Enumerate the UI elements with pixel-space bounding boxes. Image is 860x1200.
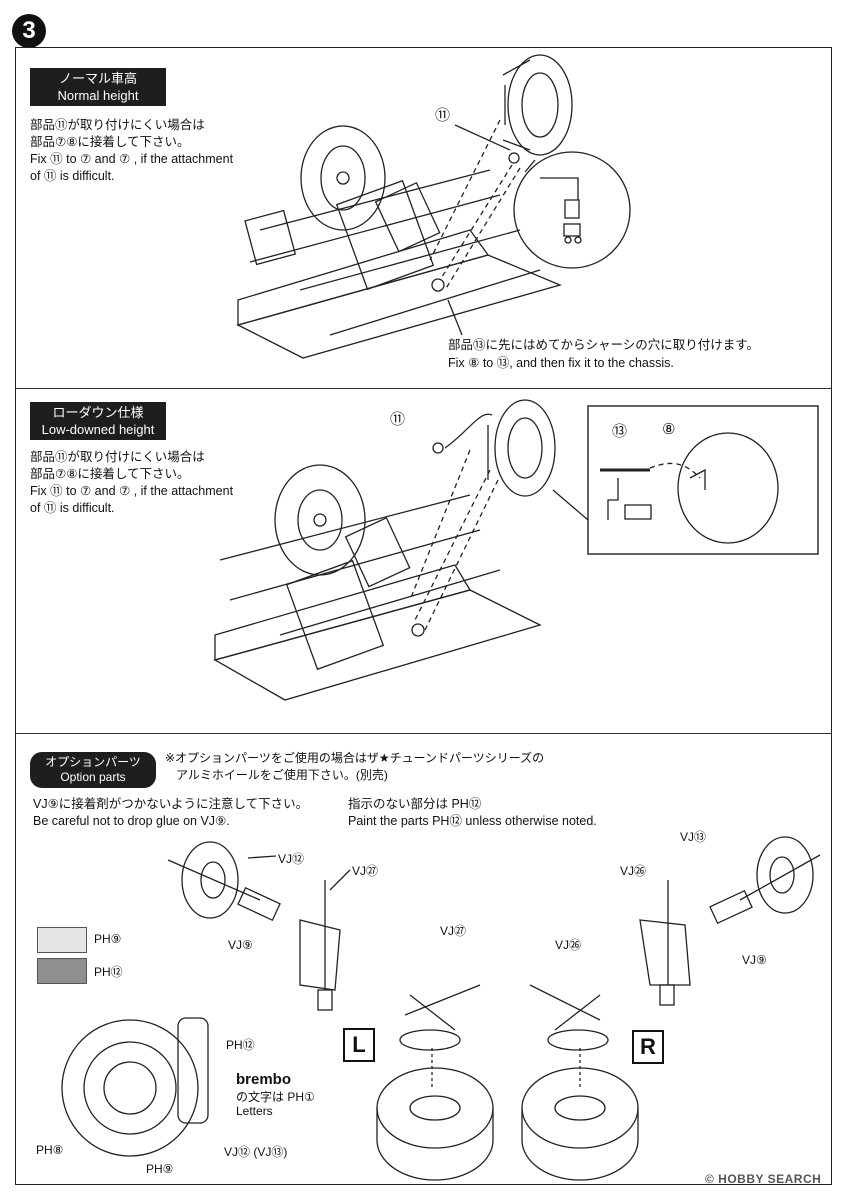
lowdown-title: ローダウン仕様 Low-downed height (30, 402, 166, 440)
lowdown-detail-label-a: ⑬ (612, 423, 628, 440)
lowdown-note-jp-1: 部品⑪が取り付けにくい場合は (30, 450, 205, 464)
brake-ph8-label: PH⑧ (36, 1143, 64, 1157)
glue-warning-en: Be careful not to drop glue on VJ⑨. (33, 814, 230, 828)
label-vj27-top: VJ㉗ (352, 864, 379, 878)
normal-fix-en: Fix ⑧ to ⑬, and then fix it to the chass… (448, 356, 674, 370)
lowdown-detail-label-b: ⑧ (662, 421, 676, 438)
brembo-logo-text: brembo (236, 1071, 292, 1088)
watermark: © HOBBY SEARCH (705, 1172, 822, 1186)
lowdown-part-label: ⑪ (390, 411, 406, 428)
label-vj26-mid: VJ㉖ (555, 938, 582, 952)
lowdown-note-en-2: of ⑪ is difficult. (30, 501, 115, 515)
left-side-marker: L (343, 1028, 375, 1062)
glue-warning-jp: VJ⑨に接着剤がつかないように注意して下さい。 (33, 797, 309, 811)
label-vj27-mid: VJ㉗ (440, 924, 467, 938)
step-number-badge: 3 (12, 14, 46, 48)
paint-note-jp: 指示のない部分は PH⑫ (348, 797, 482, 811)
brake-ph12-label: PH⑫ (226, 1038, 255, 1052)
lowdown-note-jp-2: 部品⑦⑧に接着して下さい。 (30, 467, 190, 481)
option-parts-title: オプションパーツ Option parts (30, 752, 156, 788)
instruction-frame (15, 47, 832, 1185)
caliper-vj-label: VJ⑫ (VJ⑬) (224, 1145, 288, 1159)
chassis-illustration-lowdown (213, 399, 819, 701)
normal-note-jp-2: 部品⑦⑧に接着して下さい。 (30, 135, 190, 149)
right-side-marker: R (632, 1030, 664, 1064)
label-vj13: VJ⑬ (680, 830, 707, 844)
section-divider (16, 388, 831, 389)
label-vj9-left: VJ⑨ (228, 938, 253, 952)
swatch-ph12-label: PH⑫ (94, 965, 123, 979)
label-vj26-top: VJ㉖ (620, 864, 647, 878)
option-parts-illustrations (61, 836, 821, 1181)
normal-note-en-2: of ⑪ is difficult. (30, 169, 115, 183)
brembo-letters-en: Letters (236, 1104, 273, 1118)
option-note-jp-2: アルミホイールをご使用下さい。(別売) (176, 768, 388, 782)
normal-fix-jp: 部品⑬に先にはめてからシャーシの穴に取り付けます。 (448, 338, 760, 352)
brake-ph9-label: PH⑨ (146, 1162, 174, 1176)
normal-note-jp-1: 部品⑪が取り付けにくい場合は (30, 118, 205, 132)
section-divider (16, 733, 831, 734)
normal-height-title: ノーマル車高 Normal height (30, 68, 166, 106)
brembo-letters-jp: の文字は PH① (236, 1090, 315, 1104)
label-vj9-right: VJ⑨ (742, 953, 767, 967)
swatch-ph9-label: PH⑨ (94, 932, 122, 946)
swatch-ph12 (37, 958, 87, 984)
label-vj12: VJ⑫ (278, 852, 305, 866)
chassis-illustration-normal (236, 54, 631, 359)
swatch-ph9 (37, 927, 87, 953)
paint-note-en: Paint the parts PH⑫ unless otherwise not… (348, 814, 597, 828)
normal-part-label: ⑪ (435, 107, 451, 124)
lowdown-note-en-1: Fix ⑪ to ⑦ and ⑦ , if the attachment (30, 484, 234, 498)
option-note-jp-1: ※オプションパーツをご使用の場合はザ★チューンドパーツシリーズの (165, 751, 545, 765)
normal-note-en-1: Fix ⑪ to ⑦ and ⑦ , if the attachment (30, 152, 234, 166)
